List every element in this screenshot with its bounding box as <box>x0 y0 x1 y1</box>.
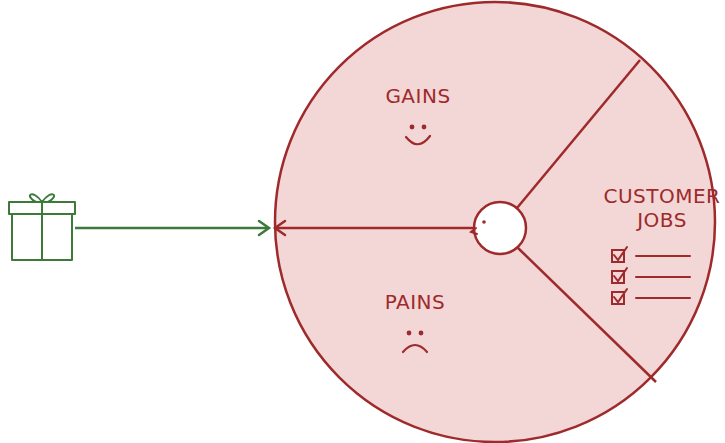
divider-line <box>276 227 477 230</box>
smiley-face <box>406 126 430 145</box>
value-arrowhead <box>259 221 269 235</box>
checklist-icon <box>612 247 690 304</box>
sector-label: CUSTOMER JOBS <box>600 184 724 232</box>
customer-jobs-sector: CUSTOMER JOBS <box>594 180 725 236</box>
sector-label: GAINS <box>385 84 450 108</box>
value-arrow <box>75 227 268 230</box>
gift-box-icon <box>9 194 75 260</box>
divider-line <box>518 248 656 382</box>
divider-arrowhead <box>275 221 285 235</box>
gains-sector: GAINS <box>379 80 456 112</box>
frown-face <box>403 332 427 352</box>
customer-face <box>471 202 526 254</box>
sector-label: PAINS <box>385 290 446 314</box>
pains-sector: PAINS <box>379 286 452 318</box>
